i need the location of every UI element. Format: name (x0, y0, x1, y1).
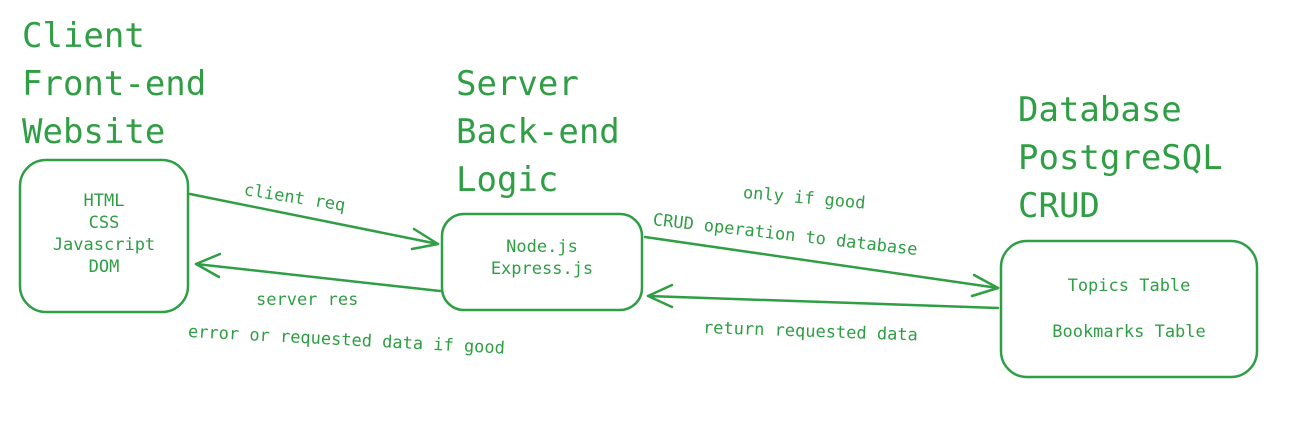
database-item-bookmarks: Bookmarks Table (1052, 322, 1206, 342)
client-item-javascript: Javascript (52, 235, 156, 255)
database-box (999, 239, 1259, 379)
database-title-line-3: CRUD (1018, 186, 1100, 226)
server-items: Node.js Express.js (442, 236, 642, 280)
arrow-server-to-client (194, 252, 442, 293)
server-title-line-2: Back-end (456, 112, 620, 152)
client-item-html: HTML (83, 191, 125, 211)
client-title-line-1: Client (22, 16, 145, 56)
server-title: Server Back-end Logic (456, 60, 620, 204)
arrow-database-to-server (646, 283, 1000, 310)
server-title-line-1: Server (456, 64, 579, 104)
client-box (18, 158, 190, 314)
client-item-css: CSS (88, 213, 120, 233)
database-title-line-1: Database (1018, 90, 1182, 130)
arrow-server-to-database (643, 235, 1000, 298)
client-title-line-3: Website (22, 112, 166, 152)
client-item-dom: DOM (88, 257, 120, 277)
client-title: Client Front-end Website (22, 12, 206, 156)
client-items: HTML CSS Javascript DOM (20, 190, 188, 278)
database-title: Database PostgreSQL CRUD (1018, 86, 1223, 230)
server-item-expressjs: Express.js (490, 259, 594, 279)
database-item-topics: Topics Table (1067, 276, 1191, 296)
client-title-line-2: Front-end (22, 64, 207, 104)
server-item-nodejs: Node.js (506, 237, 578, 257)
server-title-line-3: Logic (456, 160, 559, 200)
label-server-res: server res (256, 290, 359, 310)
database-title-line-2: PostgreSQL (1018, 138, 1223, 178)
arrow-client-to-server (188, 192, 440, 251)
server-box (440, 212, 644, 312)
